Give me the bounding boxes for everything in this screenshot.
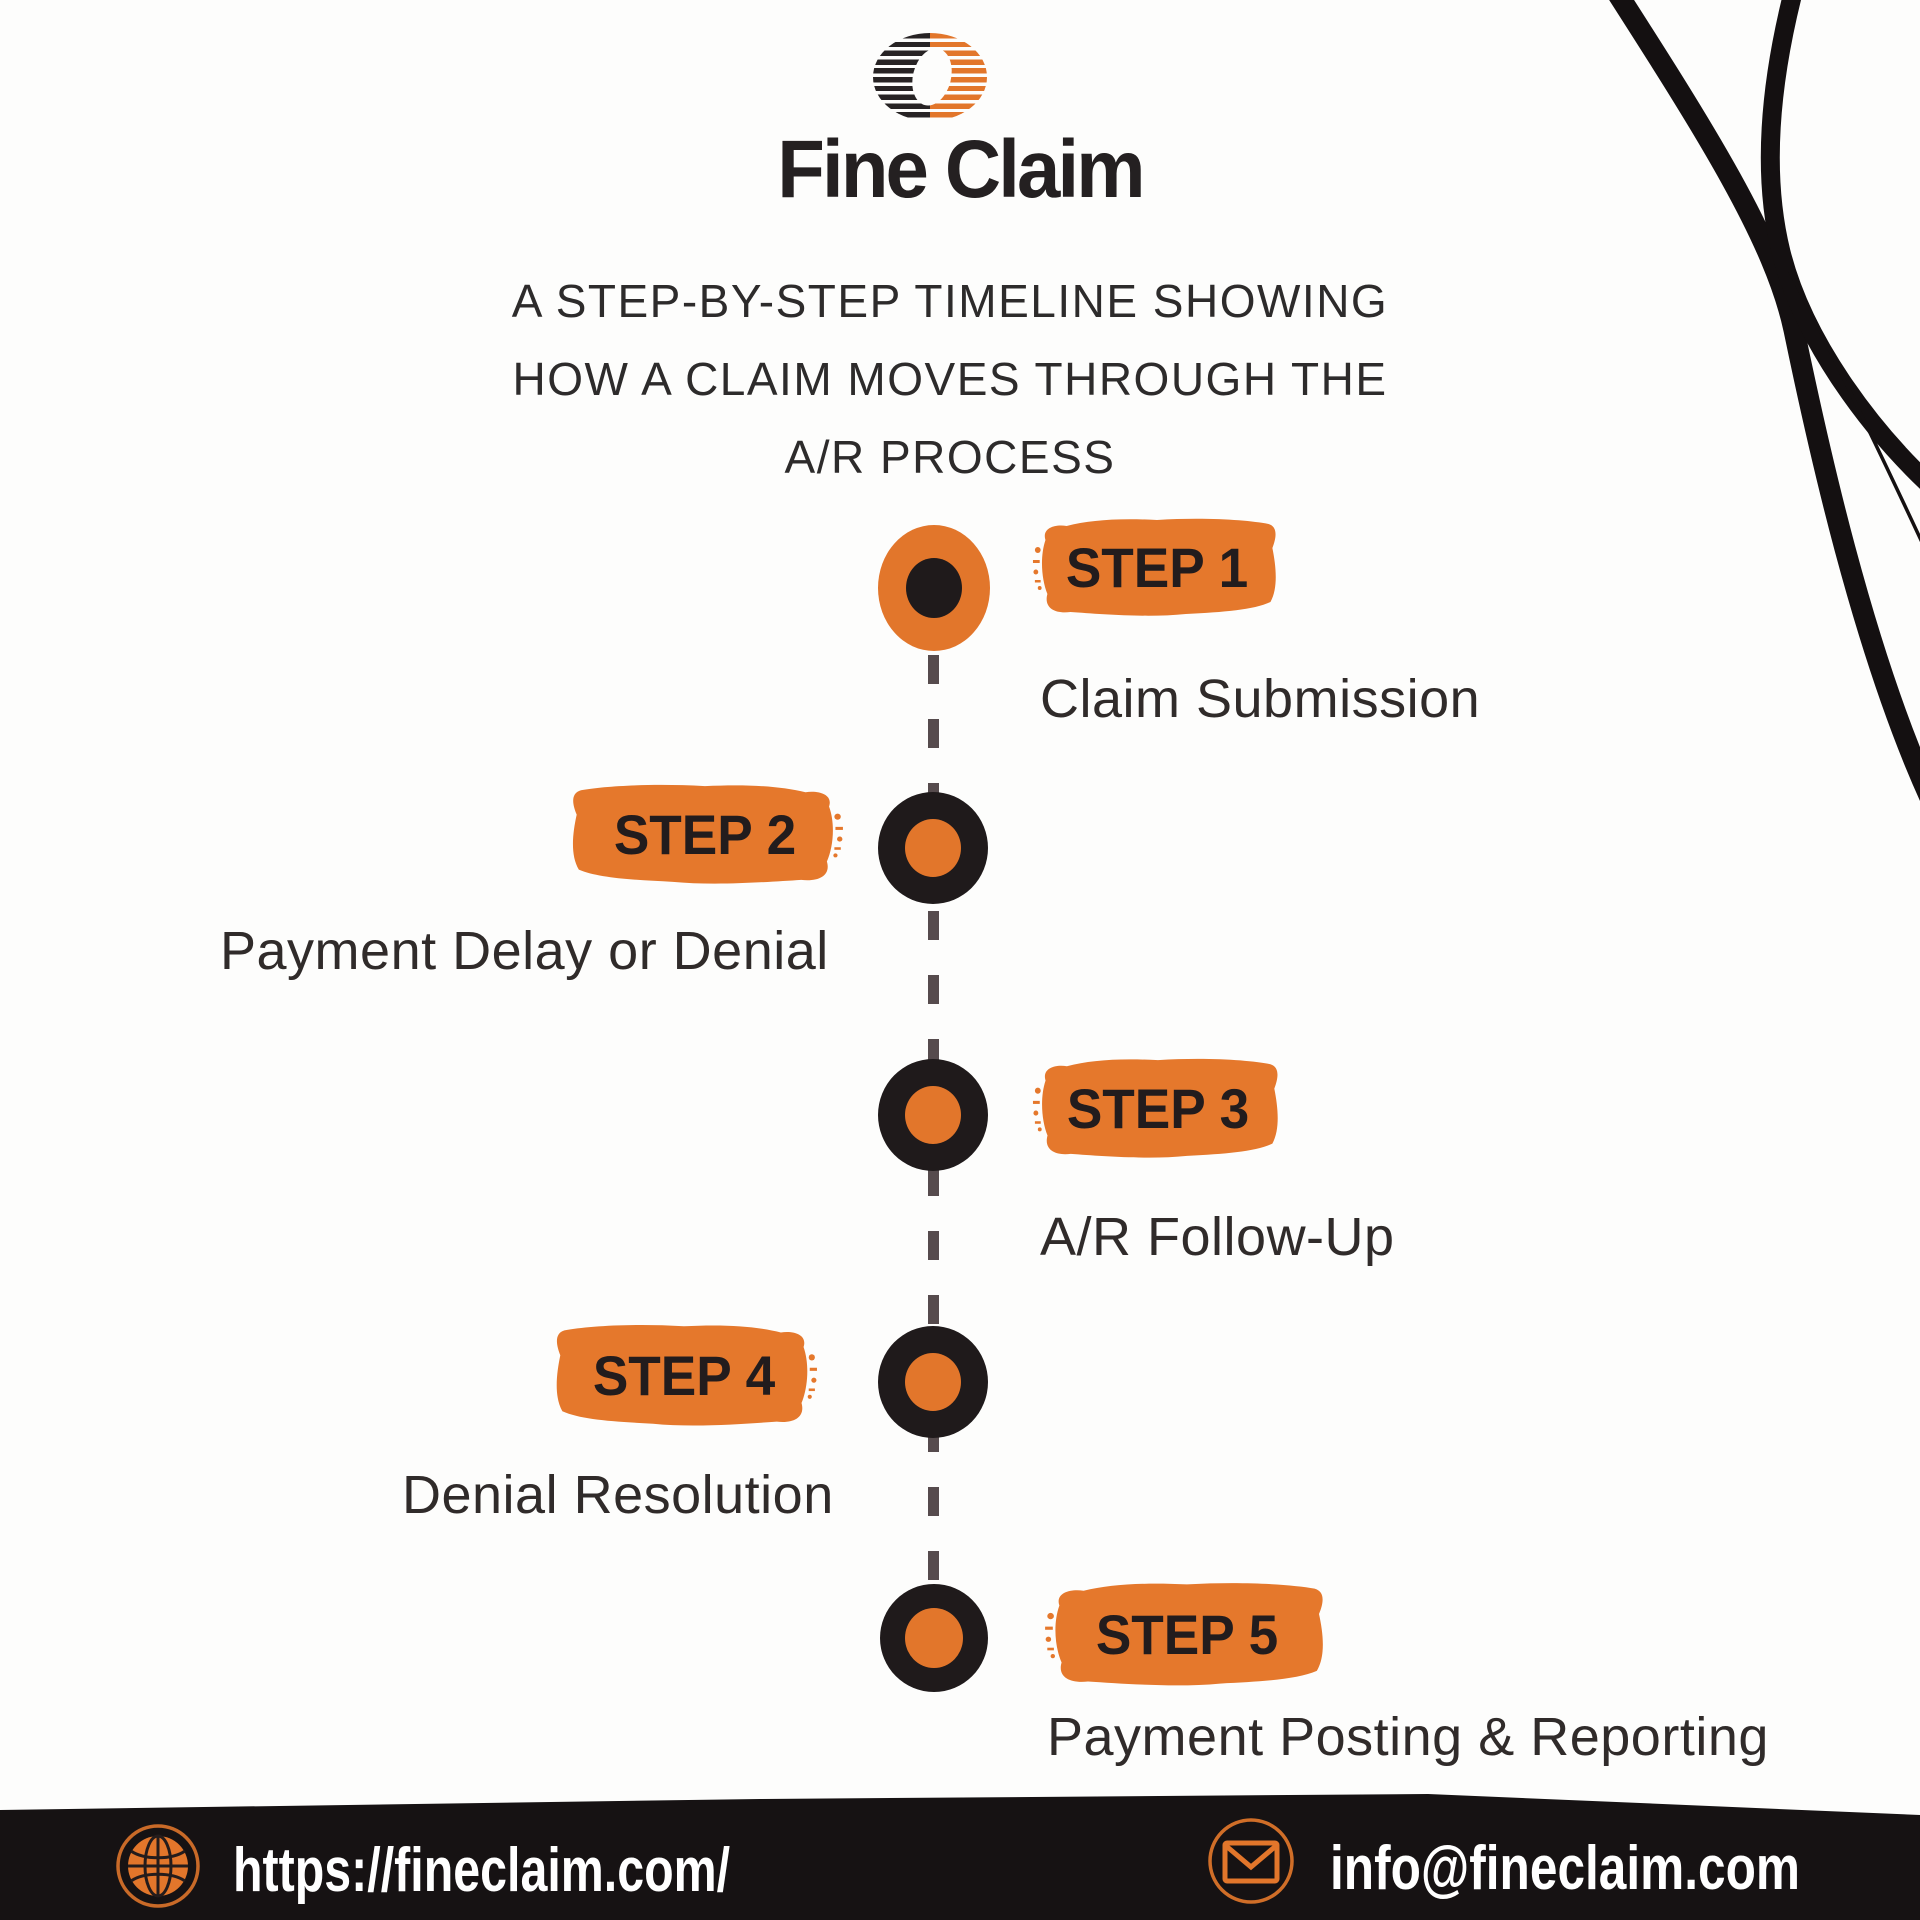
step-2-description: Payment Delay or Denial — [220, 921, 829, 981]
step-5-description: Payment Posting & Reporting — [1047, 1707, 1769, 1767]
brand-title: Fine Claim — [777, 124, 1145, 215]
footer-website-link[interactable]: https://fineclaim.com/ — [233, 1836, 731, 1905]
envelope-icon — [1207, 1817, 1295, 1905]
footer-band — [0, 1794, 1920, 1920]
timeline-node-5 — [880, 1584, 988, 1692]
step-5-badge: STEP 5 — [1044, 1576, 1330, 1692]
subtitle-line-1: A STEP-BY-STEP TIMELINE SHOWING — [511, 275, 1389, 327]
timeline-node-4 — [878, 1326, 988, 1438]
timeline-node-2 — [878, 792, 988, 904]
timeline-node-3 — [878, 1059, 988, 1171]
step-1-badge: STEP 1 — [1032, 512, 1282, 622]
step-2-badge: STEP 2 — [566, 778, 844, 890]
subtitle-line-3: A/R PROCESS — [784, 431, 1116, 483]
subtitle-line-2: HOW A CLAIM MOVES THROUGH THE — [512, 353, 1388, 405]
step-4-badge: STEP 4 — [550, 1318, 818, 1432]
step-3-badge: STEP 3 — [1032, 1052, 1284, 1164]
globe-icon — [114, 1822, 202, 1910]
timeline-node-1 — [878, 525, 990, 651]
step-3-description: A/R Follow-Up — [1040, 1207, 1395, 1267]
footer-email-link[interactable]: info@fineclaim.com — [1330, 1834, 1801, 1903]
step-1-label: STEP 1 — [1065, 535, 1249, 599]
step-3-label: STEP 3 — [1066, 1076, 1250, 1140]
step-4-label: STEP 4 — [592, 1343, 776, 1407]
step-5-label: STEP 5 — [1095, 1602, 1279, 1666]
page-subtitle: A STEP-BY-STEP TIMELINE SHOWING HOW A CL… — [400, 262, 1500, 496]
fine-claim-logo-icon — [873, 33, 987, 121]
step-1-description: Claim Submission — [1040, 669, 1481, 729]
step-2-label: STEP 2 — [613, 802, 797, 866]
step-4-description: Denial Resolution — [402, 1465, 834, 1525]
